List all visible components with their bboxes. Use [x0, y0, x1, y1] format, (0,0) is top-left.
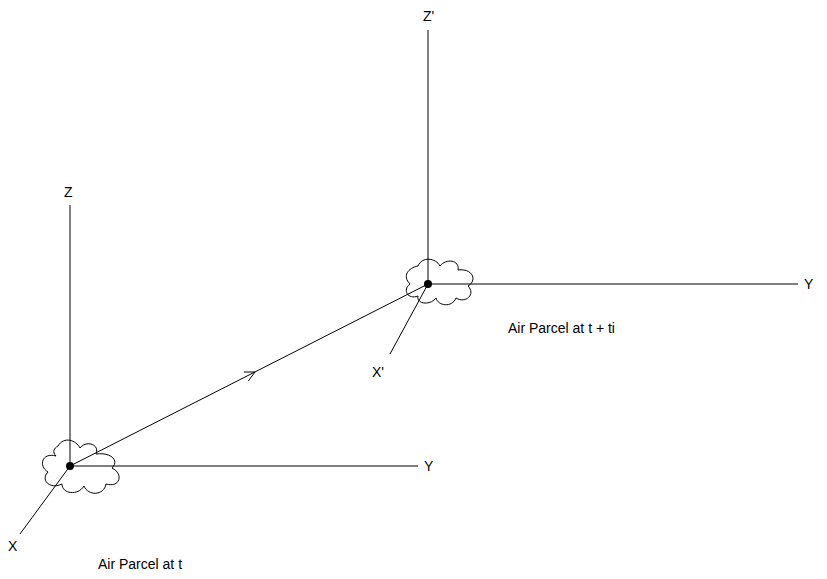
y-axis — [70, 466, 418, 467]
air-parcel — [42, 440, 119, 493]
axis-label: Y — [804, 276, 813, 292]
air-parcel — [406, 259, 473, 305]
axis-label: X' — [372, 364, 384, 380]
parcel-center-dot — [66, 462, 74, 470]
parcel-center-dot — [424, 280, 432, 288]
axis-label: Z' — [423, 8, 434, 24]
x-axis — [390, 284, 428, 354]
parcel-caption: Air Parcel at t + ti — [508, 320, 615, 336]
y-axis — [428, 284, 798, 285]
trajectory-line — [70, 284, 428, 466]
axis-label: X — [8, 538, 17, 554]
axis-label: Z — [64, 184, 73, 200]
z-axis — [428, 30, 429, 284]
axis-label: Y — [424, 458, 433, 474]
z-axis — [70, 205, 71, 466]
parcel-caption: Air Parcel at t — [98, 556, 182, 572]
arrowhead — [244, 372, 255, 381]
